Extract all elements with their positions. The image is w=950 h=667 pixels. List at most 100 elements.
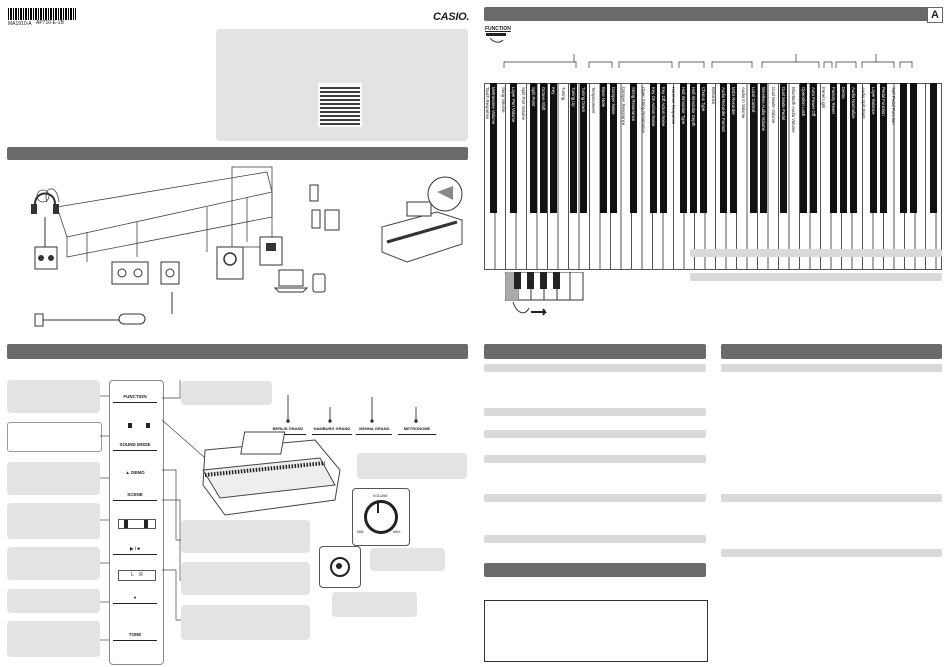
key-function-label: Factory Reset — [831, 87, 836, 114]
key-function-label: Dual Mode Pedal — [781, 87, 786, 120]
desc-box-sound-mode — [7, 462, 100, 495]
key-function-label: Tuning Down — [581, 87, 586, 113]
key-function-label: Audio Split Point — [861, 87, 866, 119]
black-key — [580, 83, 587, 213]
black-key — [630, 83, 637, 213]
key-function-label: Audio In Volume — [741, 87, 746, 119]
desc-box-scene — [7, 503, 100, 539]
volume-knob[interactable] — [364, 500, 398, 534]
tone-button[interactable]: TONE — [113, 630, 157, 641]
text-bar — [721, 549, 942, 557]
black-key — [780, 83, 787, 213]
key-function-label: Pedal Function — [881, 87, 886, 116]
key-function-label: Key — [551, 87, 556, 95]
knob-label-volume: VOLUME — [373, 494, 388, 498]
black-key — [810, 83, 817, 213]
black-key — [930, 83, 937, 213]
note-bar — [690, 249, 942, 257]
black-key — [870, 83, 877, 213]
key-function-label: Damper Noise — [611, 87, 616, 115]
callout-power — [332, 592, 417, 617]
key-function-label: Brilliance — [711, 87, 716, 105]
power-button-icon[interactable] — [330, 557, 350, 577]
keyboard-outline — [484, 83, 942, 270]
text-bar — [484, 535, 706, 543]
black-key — [910, 83, 917, 213]
record-button[interactable]: ● — [113, 593, 157, 604]
black-key — [760, 83, 767, 213]
text-bar — [721, 494, 942, 502]
black-key — [700, 83, 707, 213]
power-button-dot — [336, 563, 342, 569]
key-function-label: Key Off Action Noise — [661, 87, 666, 127]
black-key — [550, 83, 557, 213]
key-function-label: Bluetooth Audio Volume — [791, 87, 796, 133]
note-bar — [690, 273, 942, 281]
mode-berlin-grand[interactable]: BERLIN GRAND — [270, 424, 306, 435]
black-key — [660, 83, 667, 213]
text-bar — [484, 494, 706, 502]
mode-metronome[interactable]: METRONOME — [398, 424, 436, 435]
black-key — [680, 83, 687, 213]
key-function-label: Damper Resonance — [621, 87, 626, 126]
key-function-label: Song Volume — [501, 87, 506, 113]
key-function-label: Split Point — [531, 87, 536, 107]
key-function-label: Demo — [841, 87, 846, 99]
text-bar — [484, 364, 706, 372]
play-stop-button[interactable]: ▶ / ■ — [113, 544, 157, 555]
key-group-brackets — [503, 54, 913, 68]
function-button[interactable]: FUNCTION — [113, 392, 157, 403]
scene-lr-buttons[interactable] — [118, 519, 156, 529]
black-key — [610, 83, 617, 213]
section-bar-right-far — [721, 344, 942, 359]
key-function-label: String Resonance — [631, 87, 636, 122]
info-box — [484, 600, 708, 662]
key-function-label: Dual Mode Volume — [771, 87, 776, 124]
power-button-panel — [319, 546, 361, 588]
section-bar-lower — [484, 563, 706, 577]
key-function-label: Layer Balance — [871, 87, 876, 115]
key-function-label: Auto Power Off — [811, 87, 816, 117]
text-bar — [721, 364, 942, 372]
function-keyboard — [484, 73, 944, 270]
function-label: FUNCTION — [485, 26, 511, 32]
black-key — [880, 83, 887, 213]
callout-volume — [370, 548, 445, 571]
mode-vienna-grand[interactable]: VIENNA GRAND — [356, 424, 392, 435]
demo-button[interactable]: ▲ DEMO — [125, 470, 145, 475]
minus-plus-buttons[interactable] — [128, 423, 152, 428]
black-key — [720, 83, 727, 213]
black-key — [650, 83, 657, 213]
black-key — [510, 83, 517, 213]
black-key — [540, 83, 547, 213]
function-button-icon — [486, 33, 506, 43]
key-function-label: Operation Lock — [801, 87, 806, 117]
black-key — [570, 83, 577, 213]
section-bar-assembly — [7, 147, 468, 160]
key-press-illustration — [505, 272, 584, 316]
desc-box-tone — [7, 621, 100, 657]
text-bar — [484, 455, 706, 463]
lr-button[interactable]: L R — [118, 570, 156, 581]
mode-hamburg-grand[interactable]: HAMBURG GRAND — [312, 424, 352, 435]
barcode — [8, 8, 76, 20]
key-function-label: Chorus Type — [701, 87, 706, 112]
key-function-label: Touch Response — [485, 87, 490, 120]
key-function-label: Base Note — [601, 87, 606, 108]
section-bar-right-mid — [484, 344, 706, 359]
section-bar-panel — [7, 344, 468, 359]
key-function-label: Soft Pedal Function — [891, 87, 896, 125]
text-bar — [484, 408, 706, 416]
black-key — [750, 83, 757, 213]
callout-scene — [181, 520, 310, 553]
sound-mode-button[interactable]: SOUND MODE — [113, 440, 157, 451]
key-function-label: Metronome Volume — [491, 87, 496, 125]
desc-box-record — [7, 589, 100, 613]
panel-strip — [109, 380, 164, 665]
black-key — [850, 83, 857, 213]
key-function-label: Audio Recorder Format — [721, 87, 726, 132]
scene-button[interactable]: SCENE — [113, 490, 157, 501]
piano-illustration — [202, 431, 341, 516]
section-bar-function-list — [484, 7, 942, 21]
key-function-label: MIDI Recorder — [731, 87, 736, 115]
